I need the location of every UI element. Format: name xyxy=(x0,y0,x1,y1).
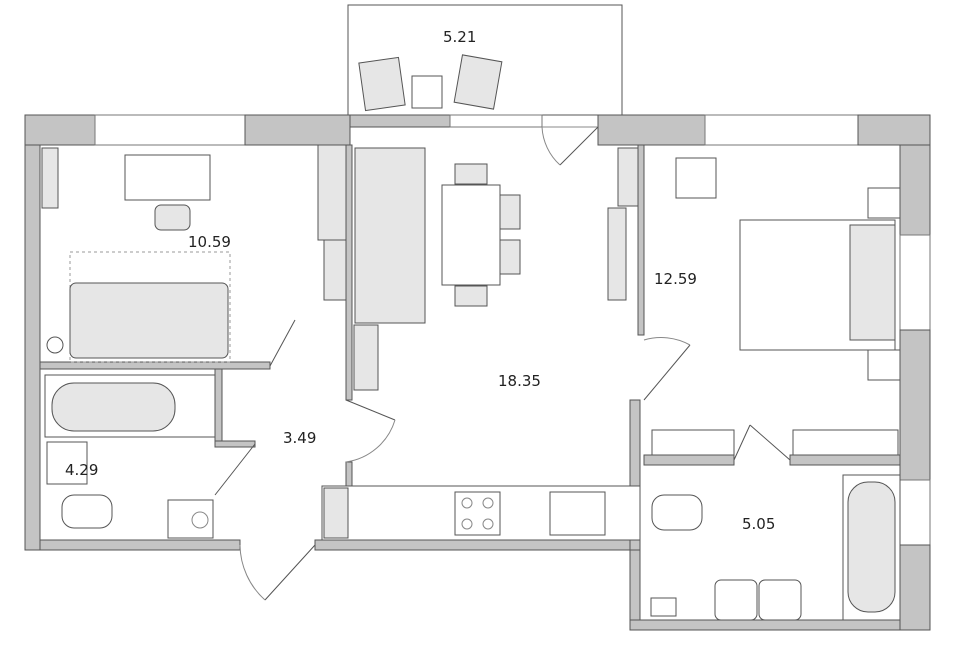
room-area-living-kitchen: 18.35 xyxy=(498,372,541,390)
balcony-chairs xyxy=(358,54,503,112)
room-area-hallway: 3.49 xyxy=(283,429,317,447)
room-area-bathroom-left: 4.29 xyxy=(65,461,99,479)
walls xyxy=(24,114,931,631)
bathroom-right-fixtures xyxy=(650,429,901,621)
living-furniture xyxy=(317,144,641,541)
room-area-balcony: 5.21 xyxy=(443,28,477,46)
bedroom-left-furniture xyxy=(41,147,231,363)
bedroom-right-furniture xyxy=(607,147,901,381)
room-area-bedroom-right: 12.59 xyxy=(654,270,697,288)
bathroom-left-fixtures xyxy=(44,374,216,539)
room-area-bedroom-left: 10.59 xyxy=(188,233,231,251)
room-area-bathroom-right: 5.05 xyxy=(742,515,776,533)
doors xyxy=(214,126,791,601)
